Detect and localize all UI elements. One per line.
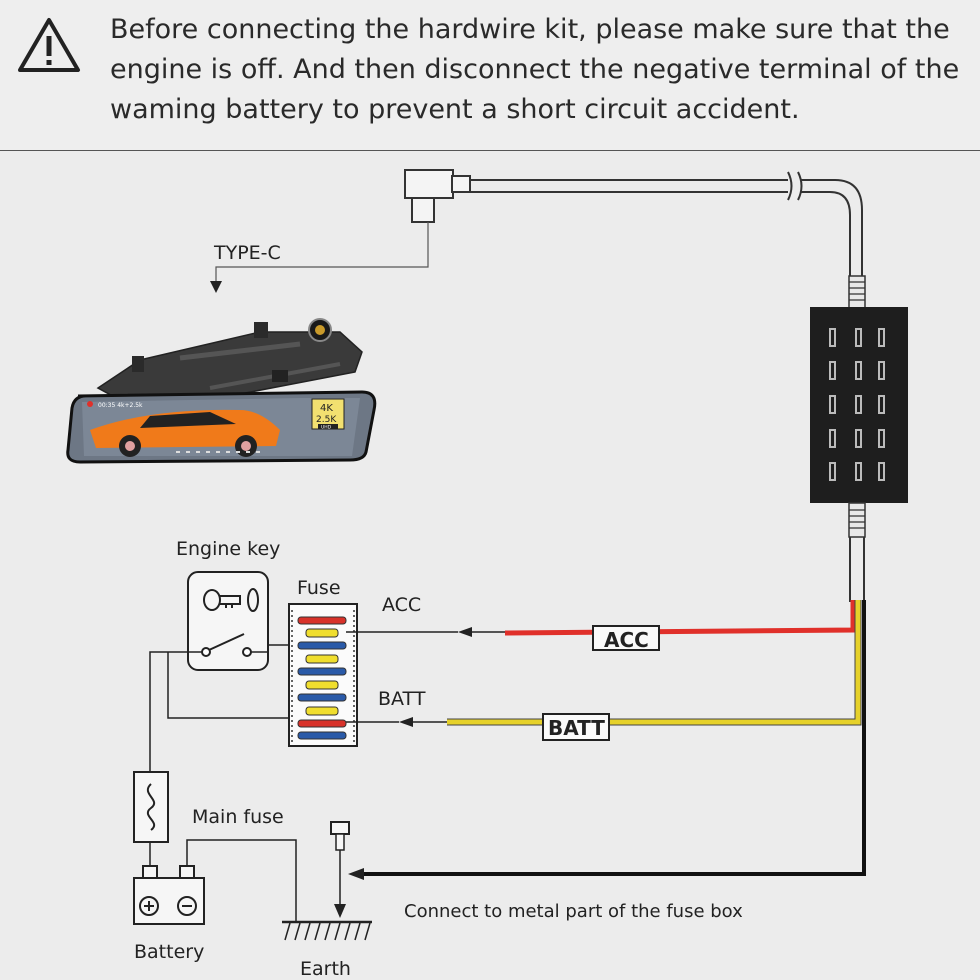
ground-arrowhead bbox=[348, 868, 364, 880]
key-to-fuse-wire bbox=[251, 644, 289, 653]
acc-wire-tag: ACC bbox=[592, 625, 660, 652]
earth-symbol bbox=[282, 920, 372, 941]
svg-text:BATT: BATT bbox=[548, 716, 605, 740]
step-down-converter bbox=[810, 307, 908, 503]
converter-strain-relief-top bbox=[848, 275, 866, 309]
fuse-slots bbox=[297, 616, 347, 740]
ground-note: Connect to metal part of the fuse box bbox=[404, 901, 743, 922]
main-fuse-label: Main fuse bbox=[192, 806, 284, 828]
type-c-connector bbox=[404, 169, 471, 223]
key-icon bbox=[203, 588, 259, 612]
acc-label: ACC bbox=[382, 594, 421, 616]
converter-strain-relief-bottom bbox=[848, 502, 866, 538]
ground-bolt bbox=[330, 821, 350, 918]
batt-label: BATT bbox=[378, 688, 426, 710]
svg-text:00:35 4k+2.5k: 00:35 4k+2.5k bbox=[98, 402, 143, 409]
type-c-leader bbox=[215, 222, 429, 282]
svg-text:ACC: ACC bbox=[604, 628, 649, 652]
type-c-label: TYPE-C bbox=[213, 242, 281, 264]
acc-wire bbox=[504, 600, 856, 636]
engine-key-switch bbox=[187, 571, 269, 671]
ground-wire bbox=[362, 600, 866, 876]
fuse-to-batt-return-wire bbox=[167, 652, 289, 719]
key-to-main-fuse-wire bbox=[149, 651, 202, 772]
main-fuse bbox=[133, 771, 169, 843]
mirror-dashcam: 00:35 4k+2.5k 4K 2.5K UHD bbox=[66, 318, 377, 464]
battery-label: Battery bbox=[134, 941, 204, 963]
warning-triangle-icon bbox=[18, 18, 80, 72]
svg-text:UHD: UHD bbox=[321, 425, 332, 431]
fuse-label: Fuse bbox=[297, 577, 341, 599]
engine-key-label: Engine key bbox=[176, 538, 280, 560]
warning-banner: Before connecting the hardwire kit, plea… bbox=[0, 0, 980, 151]
batt-wire-tag: BATT bbox=[542, 713, 610, 741]
warning-text: Before connecting the hardwire kit, plea… bbox=[110, 14, 960, 125]
batt-wire-outline bbox=[447, 600, 862, 726]
converter-output-sheath bbox=[849, 537, 865, 602]
car-battery bbox=[133, 865, 205, 925]
svg-text:2.5K: 2.5K bbox=[316, 415, 337, 425]
type-c-arrow bbox=[210, 281, 222, 293]
svg-text:4K: 4K bbox=[320, 403, 333, 414]
battery-to-earth-wire bbox=[186, 839, 297, 922]
batt-wire bbox=[447, 600, 861, 725]
fuse-box bbox=[288, 603, 358, 747]
earth-label: Earth bbox=[300, 958, 351, 980]
usb-cable bbox=[470, 171, 863, 278]
